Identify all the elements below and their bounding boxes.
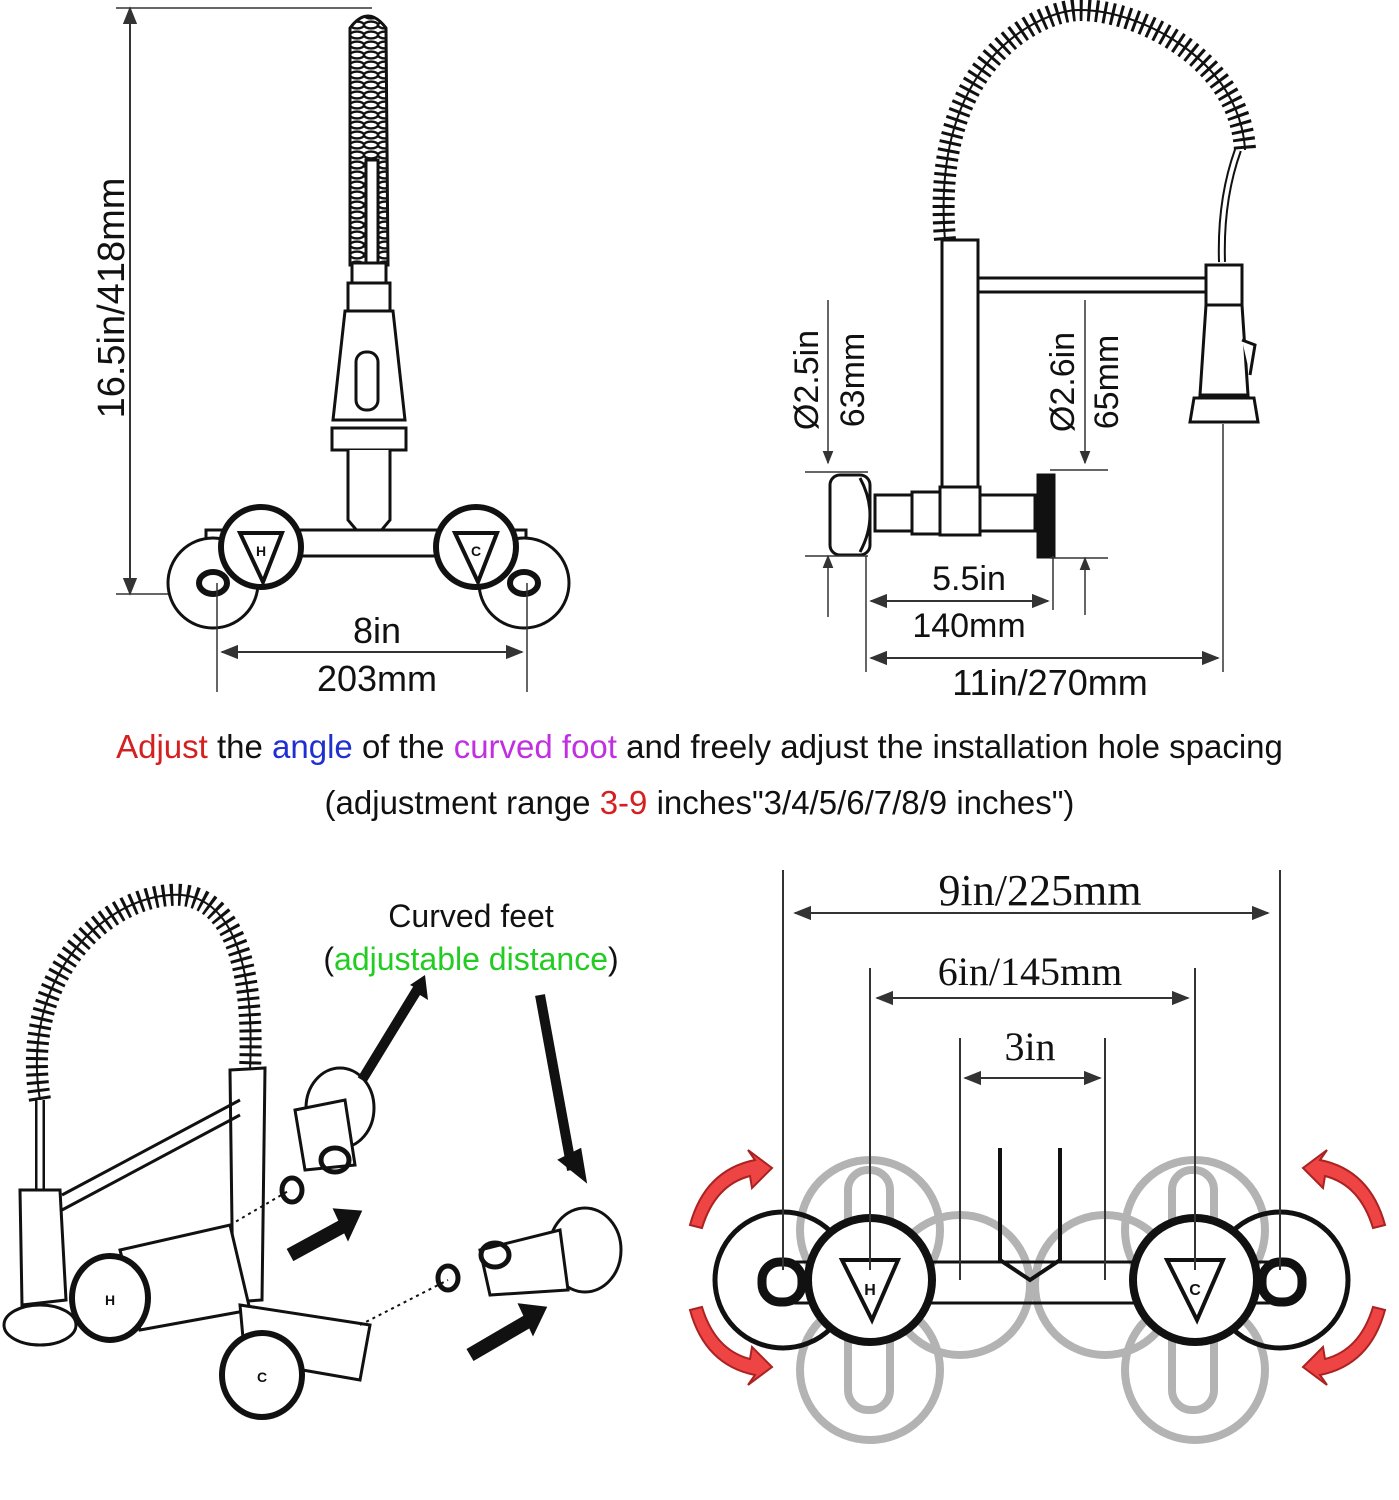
exploded-view-drawing bbox=[2, 883, 623, 1420]
left-flange-diameter-mm: 63mm bbox=[834, 333, 872, 427]
spacing-cold-letter: C bbox=[1189, 1282, 1201, 1299]
caption-text-5: inches"3/4/5/6/7/8/9 inches") bbox=[647, 784, 1075, 821]
spacing-inches-label: 8in bbox=[353, 610, 401, 651]
spacing-6in-label: 6in/145mm bbox=[938, 949, 1122, 994]
caption-line-2: (adjustment range 3-9 inches"3/4/5/6/7/8… bbox=[0, 784, 1399, 822]
caption-word-adjust: Adjust bbox=[116, 728, 208, 765]
caption-text-1: the bbox=[207, 728, 273, 765]
side-view-drawing bbox=[805, 0, 1260, 672]
caption-text-2: of the bbox=[352, 728, 454, 765]
spacing-diagram bbox=[688, 870, 1387, 1444]
height-dimension-label: 16.5in/418mm bbox=[91, 178, 133, 419]
front-view-drawing bbox=[116, 6, 571, 692]
spacing-3in-label: 3in bbox=[1004, 1024, 1055, 1069]
exploded-hot-letter: H bbox=[105, 1292, 115, 1308]
spacing-hot-letter: H bbox=[864, 1282, 876, 1299]
caption-text-3: and freely adjust the installation hole … bbox=[616, 728, 1283, 765]
depth-inches-label: 5.5in bbox=[932, 560, 1006, 598]
caption-range-value: 3-9 bbox=[599, 784, 648, 821]
curved-feet-close-paren: ) bbox=[608, 941, 619, 977]
depth-mm-label: 140mm bbox=[912, 607, 1025, 645]
spacing-9in-label: 9in/225mm bbox=[939, 866, 1142, 915]
front-hot-letter: H bbox=[256, 543, 266, 559]
right-handle-diameter-in: Ø2.6in bbox=[1044, 332, 1082, 432]
curved-feet-highlight: adjustable distance bbox=[334, 941, 608, 977]
curved-feet-note: (adjustable distance) bbox=[323, 941, 618, 977]
caption-text-4: (adjustment range bbox=[324, 784, 600, 821]
caption-line-1: Adjust the angle of the curved foot and … bbox=[0, 728, 1399, 766]
exploded-cold-letter: C bbox=[257, 1369, 267, 1385]
left-flange-diameter-in: Ø2.5in bbox=[788, 330, 826, 430]
caption-word-angle: angle bbox=[272, 728, 353, 765]
front-cold-letter: C bbox=[471, 543, 481, 559]
caption-word-curved-foot: curved foot bbox=[453, 728, 617, 765]
reach-label: 11in/270mm bbox=[952, 662, 1147, 703]
rotation-arrows bbox=[688, 1149, 1387, 1386]
right-handle-diameter-mm: 65mm bbox=[1088, 335, 1126, 429]
spacing-mm-label: 203mm bbox=[317, 658, 437, 699]
curved-feet-open-paren: ( bbox=[323, 941, 334, 977]
curved-feet-title: Curved feet bbox=[388, 898, 554, 934]
